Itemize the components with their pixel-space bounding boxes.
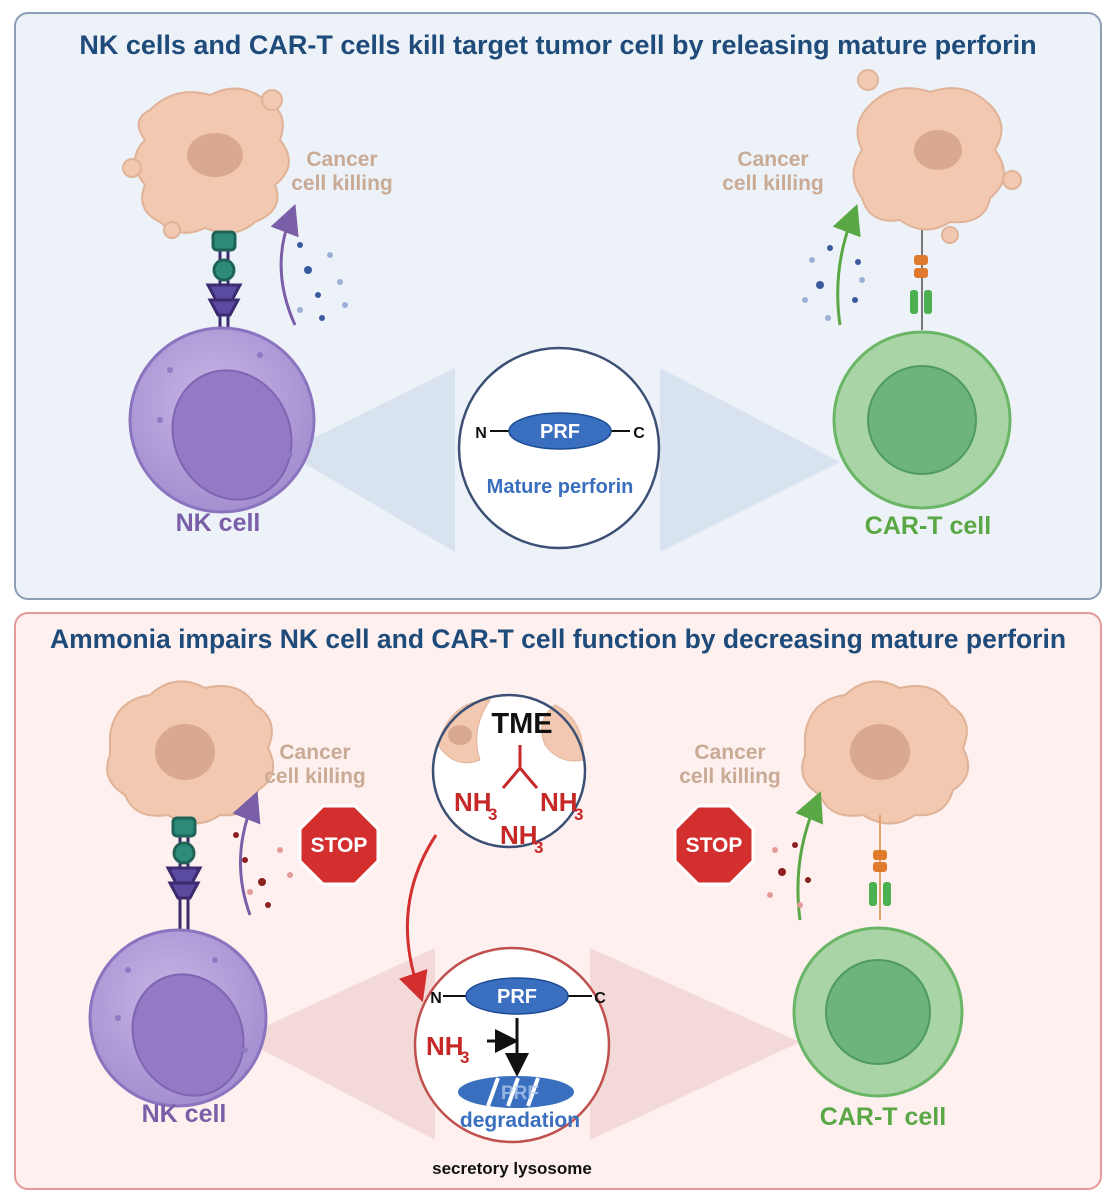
- svg-text:3: 3: [574, 805, 583, 824]
- bottom-prf-protein: [465, 977, 569, 1015]
- bottom-right-killing-line2: cell killing: [679, 765, 781, 788]
- bottom-cart-receptor: [869, 815, 891, 920]
- bottom-c-term: C: [594, 990, 606, 1007]
- bottom-panel-title: Ammonia impairs NK cell and CAR-T cell f…: [49, 624, 1067, 654]
- svg-text:3: 3: [460, 1048, 469, 1067]
- nh3-right: NH 3: [540, 787, 583, 824]
- top-nk-killing-arrow: [270, 203, 299, 326]
- top-mature-perforin-label: Mature perforin: [487, 476, 634, 498]
- bottom-cart-granules: [767, 842, 811, 908]
- bottom-left-cancer-cell: [106, 680, 275, 825]
- lysosome-nh3: NH 3: [426, 1031, 469, 1067]
- bottom-cart-label: CAR-T cell: [820, 1103, 946, 1131]
- stop-sign-right-icon: STOP: [673, 804, 755, 886]
- degraded-prf-fragments: PRF: [458, 1076, 574, 1108]
- secretory-lysosome-label: secretory lysosome: [432, 1159, 592, 1178]
- top-nk-label: NK cell: [176, 509, 261, 537]
- stop-right-label: STOP: [686, 834, 743, 857]
- bottom-zoom-cone-right: [590, 948, 800, 1140]
- top-n-term: N: [475, 425, 487, 442]
- top-zoom-cone-right: [660, 368, 840, 552]
- top-prf-protein: [508, 412, 612, 450]
- bottom-left-killing-line2: cell killing: [264, 765, 366, 788]
- bottom-left-killing-line1: Cancer: [279, 741, 350, 764]
- svg-text:PRF: PRF: [501, 1083, 539, 1104]
- top-left-cancer-cell: [122, 87, 290, 239]
- top-left-killing-line2: cell killing: [291, 172, 393, 195]
- top-zoom-cone: [285, 368, 455, 552]
- svg-text:3: 3: [488, 805, 497, 824]
- stop-sign-left-icon: STOP: [298, 804, 380, 886]
- top-panel-title: NK cells and CAR-T cells kill target tum…: [79, 30, 1037, 60]
- stop-left-label: STOP: [311, 834, 368, 857]
- degradation-label: degradation: [460, 1109, 580, 1132]
- svg-text:3: 3: [534, 838, 543, 857]
- svg-text:NH: NH: [540, 787, 578, 817]
- top-left-killing-line1: Cancer: [306, 148, 377, 171]
- bottom-right-killing-line1: Cancer: [694, 741, 765, 764]
- top-cart-receptor: [910, 230, 932, 330]
- bottom-nk-label: NK cell: [142, 1100, 227, 1128]
- nh3-left: NH 3: [454, 787, 497, 824]
- bottom-right-cancer-cell: [801, 680, 970, 825]
- bottom-nk-granules: [233, 832, 293, 908]
- tme-label: TME: [491, 708, 552, 740]
- top-cart-killing-arrow: [832, 203, 861, 326]
- bottom-zoom-cone: [240, 948, 435, 1140]
- top-c-term: C: [633, 425, 645, 442]
- ammonia-to-lysosome-arrow: [398, 834, 438, 1003]
- bottom-n-term: N: [430, 990, 442, 1007]
- top-right-killing-line2: cell killing: [722, 172, 824, 195]
- bottom-prf-label: PRF: [497, 986, 537, 1008]
- svg-text:NH: NH: [454, 787, 492, 817]
- top-right-killing-line1: Cancer: [737, 148, 808, 171]
- bottom-nk-receptor: [165, 816, 203, 932]
- svg-text:NH: NH: [426, 1031, 464, 1061]
- top-right-cancer-cell: [852, 69, 1022, 244]
- top-prf-label: PRF: [540, 421, 580, 443]
- nh3-bottom: NH 3: [500, 820, 543, 857]
- bottom-nk-killing-arrow: [232, 791, 261, 916]
- svg-text:NH: NH: [500, 820, 538, 850]
- top-cart-label: CAR-T cell: [865, 512, 991, 540]
- top-cart-granules: [802, 245, 865, 321]
- top-nk-receptor: [205, 230, 243, 345]
- top-nk-granules: [297, 242, 348, 321]
- tme-zoom-circle: [431, 693, 587, 849]
